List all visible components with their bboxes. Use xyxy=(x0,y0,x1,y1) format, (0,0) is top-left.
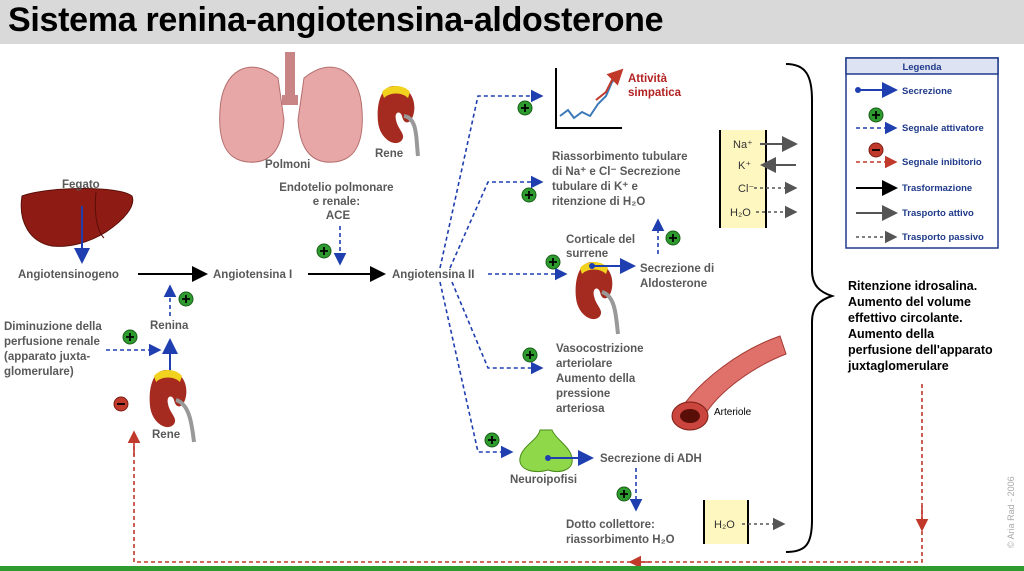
corticale-label: Corticale del surrene xyxy=(566,234,638,260)
fegato-label: Fegato xyxy=(62,179,100,191)
legend-item-secrezione: Secrezione xyxy=(902,86,952,97)
polmoni-label: Polmoni xyxy=(265,159,310,171)
neuroipofisi-label: Neuroipofisi xyxy=(510,474,577,486)
activator-plus-icon xyxy=(522,347,538,363)
title-bar: Sistema renina-angiotensina-aldosterone xyxy=(0,0,1024,44)
activator-plus-icon xyxy=(521,187,537,203)
activator-plus-icon xyxy=(484,432,500,448)
negative-feedback-loop xyxy=(133,384,923,563)
attivita-label: Attività simpatica xyxy=(628,73,682,99)
angiotensinogeno-label: Angiotensinogeno xyxy=(18,269,119,281)
activator-plus-icon xyxy=(122,329,138,345)
page-title: Sistema renina-angiotensina-aldosterone xyxy=(8,1,664,39)
inhibitor-minus-icon xyxy=(113,396,129,412)
activator-plus-icon xyxy=(545,254,561,270)
membrane-bottom xyxy=(703,500,786,544)
kidney-top-illustration xyxy=(377,86,420,157)
arteriole-label: Arteriole xyxy=(714,407,752,418)
activator-plus-icon xyxy=(665,230,681,246)
dotto-label: Dotto collettore: riassorbimento H₂O xyxy=(566,519,675,546)
activator-plus-icon xyxy=(178,291,194,307)
arteriole-illustration xyxy=(671,335,787,431)
membrane-top xyxy=(719,130,798,228)
legend xyxy=(845,57,999,249)
ion-h2o-bottom: H₂O xyxy=(714,519,735,531)
angiotensin2-branches xyxy=(439,89,568,459)
lungs-illustration xyxy=(219,52,363,163)
liver-illustration xyxy=(20,188,134,247)
rene-top-label: Rene xyxy=(375,148,403,160)
angiotensina2-label: Angiotensina II xyxy=(392,269,474,281)
legend-title: Legenda xyxy=(902,62,942,73)
rene-left-label: Rene xyxy=(152,429,180,441)
legend-item-attivo: Trasporto attivo xyxy=(902,208,974,219)
ion-h2o: H₂O xyxy=(730,207,751,219)
kidney-left-illustration xyxy=(149,370,196,443)
ion-cl: Cl⁻ xyxy=(738,183,754,195)
legend-item-passivo: Trasporto passivo xyxy=(902,232,984,243)
activator-plus-icon xyxy=(316,243,332,259)
endotelio-label: Endotelio polmonare e renale: ACE xyxy=(279,182,397,222)
activator-plus-icon xyxy=(517,100,533,116)
angiotensina1-label: Angiotensina I xyxy=(213,269,292,281)
adrenal-kidney-illustration xyxy=(575,262,620,335)
renina-label: Renina xyxy=(150,320,189,332)
copyright-label: © Aria Rad - 2006 xyxy=(1006,476,1016,548)
ritenzione-label: Ritenzione idrosalina. Aumento del volum… xyxy=(847,279,996,373)
riassorbimento-label: Riassorbimento tubulare di Na⁺ e Cl⁻ Sec… xyxy=(552,151,691,208)
bottom-stripe xyxy=(0,566,1024,571)
secrezione-aldo-label: Secrezione di Aldosterone xyxy=(640,263,717,290)
vasocostrizione-label: Vasocostrizione arteriolare Aumento dell… xyxy=(556,343,647,415)
ion-k: K⁺ xyxy=(738,160,751,172)
ion-na: Na⁺ xyxy=(733,139,753,151)
sympathetic-activity-chart xyxy=(555,68,624,129)
diminuzione-label: Diminuzione della perfusione renale (app… xyxy=(4,321,105,378)
secrezione-adh-label: Secrezione di ADH xyxy=(600,453,702,465)
activator-plus-icon xyxy=(616,486,632,502)
pituitary-illustration xyxy=(519,429,573,472)
legend-item-trasformazione: Trasformazione xyxy=(902,183,972,194)
legend-item-attivatore: Segnale attivatore xyxy=(902,123,984,134)
summary-brace xyxy=(785,63,836,553)
legend-item-inibitorio: Segnale inibitorio xyxy=(902,157,982,168)
